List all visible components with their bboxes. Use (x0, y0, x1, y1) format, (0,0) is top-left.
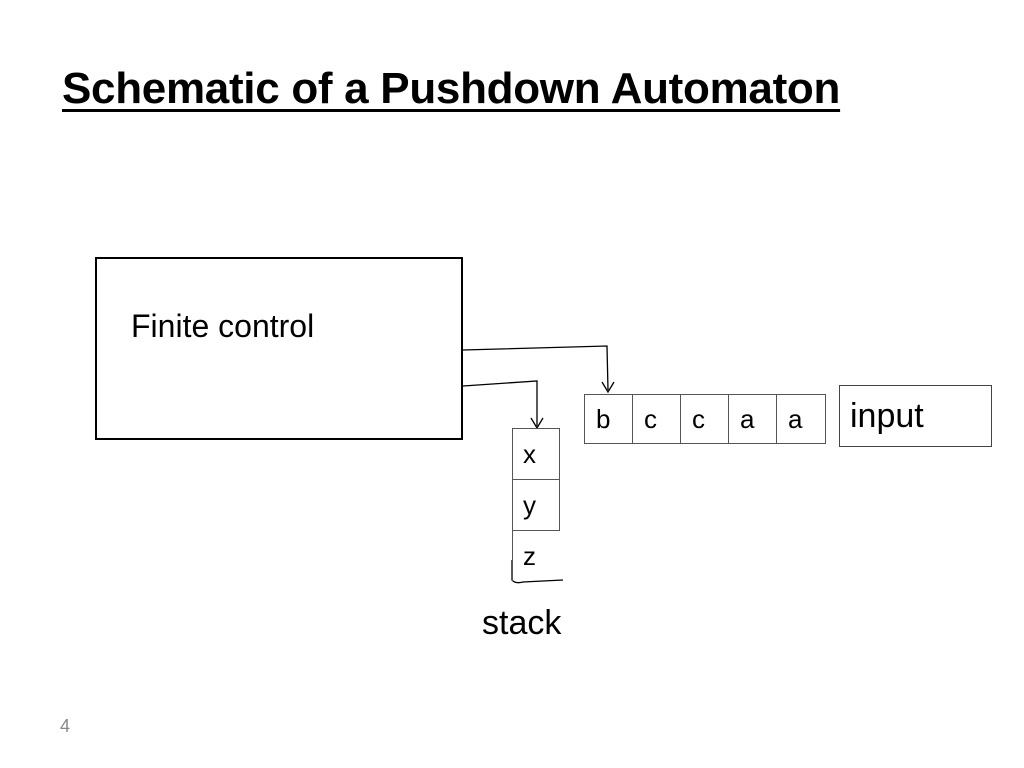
input-head-arrowhead (601, 381, 615, 394)
stack-cell: y (512, 479, 560, 530)
stack-label: stack (482, 604, 562, 642)
page-number: 4 (60, 716, 71, 736)
tape-cell: c (681, 395, 729, 443)
stack: x y z (512, 428, 560, 581)
input-head-wire (462, 345, 609, 391)
tape-cell: a (729, 395, 777, 443)
input-label-box: input (839, 385, 992, 447)
tape-cell: c (633, 395, 681, 443)
tape-cell: b (585, 395, 633, 443)
stack-cell: z (512, 530, 560, 581)
input-tape: b c c a a (584, 394, 826, 444)
tape-cell: a (788, 404, 803, 434)
finite-control-box (95, 257, 463, 440)
finite-control-label: Finite control (131, 308, 315, 344)
stack-cell: x (512, 428, 560, 479)
stack-head-wire (462, 380, 538, 426)
slide-title: Schematic of a Pushdown Automaton (62, 64, 841, 113)
